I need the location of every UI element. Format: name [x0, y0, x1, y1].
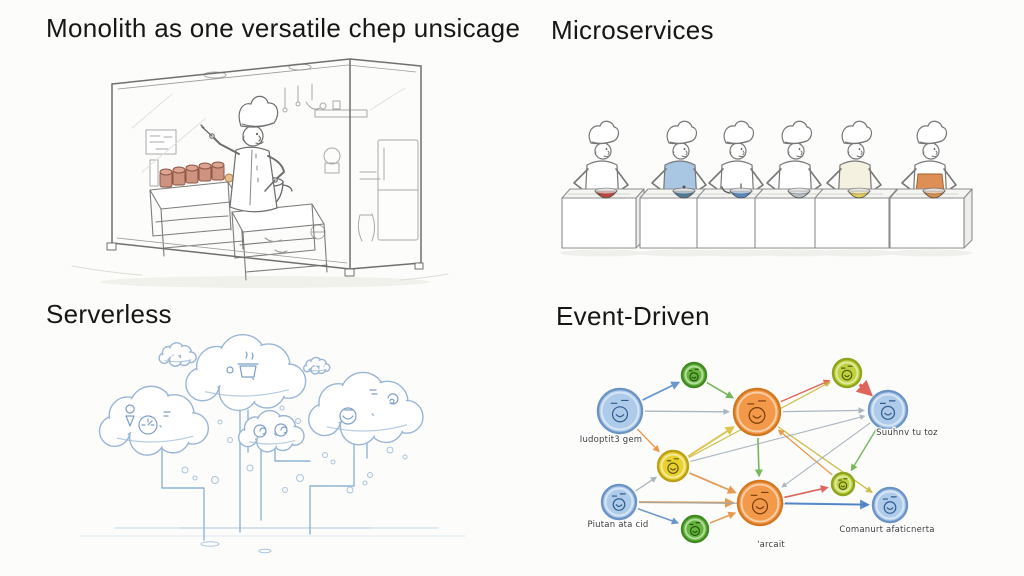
- event-edge-hub2-svc4: [784, 499, 871, 510]
- node-doodle-icon: [666, 458, 679, 474]
- kitchen-background: [145, 63, 419, 242]
- event-driven-title: Event-Driven: [556, 301, 710, 331]
- node-doodle-icon: [838, 478, 848, 490]
- glass-box: [106, 58, 424, 277]
- event-node-svc1: Iudoptit3 gem: [578, 387, 643, 446]
- serverless-illustration: [79, 333, 466, 554]
- event-edge-svc1-hub1: [644, 408, 730, 416]
- chef-station-2: [638, 120, 723, 257]
- ground-lines: [79, 527, 466, 537]
- node-doodle-icon: [689, 522, 701, 536]
- event-node-hub1: [732, 387, 782, 437]
- chef-hat: [781, 120, 813, 145]
- event-node-label: Suuhnv tu toz: [876, 428, 938, 438]
- event-edge-svc1-yel1: [636, 428, 660, 453]
- copper-molds: [159, 161, 234, 188]
- node-doodle-icon: [882, 496, 897, 514]
- chef-station-1: [560, 120, 645, 257]
- cloud-tiny-right: [302, 356, 331, 375]
- cooking-pot-icon: [237, 351, 259, 378]
- event-node-hub2: 'arcait: [736, 479, 786, 551]
- event-edge-svc3-evt3: [637, 507, 680, 525]
- microservices-illustration: [560, 120, 973, 257]
- event-node-yel1: [656, 449, 690, 483]
- event-edge-svc1-evt1: [642, 381, 681, 401]
- monolith-chef: [200, 95, 285, 213]
- chef-station-6: [888, 120, 973, 257]
- bubbles: [181, 405, 408, 554]
- event-node-svc4: Comanurt afaticnerta: [838, 486, 936, 536]
- microservices-title: Microservices: [551, 15, 714, 45]
- cloud-pipes: [161, 405, 368, 541]
- event-edge-yel1-svc2: [690, 414, 866, 462]
- event-node-svc3: Piutan ata cid: [586, 483, 650, 531]
- event-node-evt1: [680, 361, 708, 389]
- blue-kettle-icon: [721, 183, 753, 199]
- event-edge-hub1-svc4: [777, 426, 873, 494]
- event-edge-svc3-yel1: [635, 476, 658, 492]
- mixing-bowl-icon: [339, 407, 357, 425]
- event-node-label: Piutan ata cid: [587, 520, 648, 530]
- event-node-evt3: [680, 514, 710, 544]
- node-doodle-icon: [880, 400, 896, 420]
- cloud-top: [185, 333, 307, 412]
- gauge-icon: [138, 415, 158, 435]
- ice-cream-icon: [125, 404, 135, 427]
- event-node-svc2: Suuhnv tu toz: [867, 389, 939, 439]
- chef-station-5: [813, 120, 898, 257]
- left-prep-table: [149, 181, 244, 257]
- counter-front: [561, 197, 637, 249]
- stove-stand: [231, 203, 328, 281]
- event-edge-hub1-evt2: [780, 379, 831, 403]
- event-edge-hub2-evt4: [784, 485, 829, 499]
- event-edge-evt1-hub1: [706, 381, 735, 399]
- event-edge-evt3-hub2: [709, 511, 737, 524]
- node-doodle-icon: [747, 400, 766, 424]
- floor-shadow: [71, 265, 449, 288]
- event-edge-svc2-hub2: [781, 422, 871, 488]
- event-edge-svc2-evt4: [850, 428, 878, 472]
- red-bowl-icon: [594, 187, 618, 199]
- node-doodle-icon: [610, 399, 629, 423]
- event-edge-evt4-hub1: [777, 429, 833, 476]
- event-edge-hub1-svc2: [782, 407, 865, 414]
- gray-tray-icon: [787, 187, 811, 199]
- chef-hat: [666, 120, 698, 145]
- cloud-right: [308, 371, 424, 446]
- chef-hat: [588, 120, 620, 145]
- teal-pot-icon: [672, 185, 696, 199]
- event-edges: [635, 379, 878, 525]
- node-doodle-icon: [750, 491, 769, 515]
- event-edge-yel1-hub2: [689, 472, 737, 494]
- event-node-evt2: [831, 357, 863, 389]
- event-node-label: 'arcait: [757, 540, 785, 550]
- event-node-evt4: [830, 471, 856, 497]
- counter-front: [889, 197, 965, 249]
- node-doodle-icon: [611, 493, 626, 511]
- gauge-ticks: [141, 418, 155, 426]
- yellow-bowl-icon: [847, 187, 871, 199]
- event-edge-evt2-svc2: [855, 379, 874, 397]
- event-node-label: Iudoptit3 gem: [580, 435, 643, 445]
- monolith-illustration: [71, 58, 449, 288]
- cloud-tiny-left: [158, 342, 197, 367]
- node-doodle-icon: [841, 365, 853, 381]
- swirl-icon: [387, 393, 399, 405]
- node-doodle-icon: [688, 368, 699, 382]
- monolith-title: Monolith as one versatile chep unsicage: [46, 13, 521, 43]
- chef-hat: [723, 120, 755, 145]
- event-node-label: Comanurt afaticnerta: [839, 525, 934, 535]
- orange-pot-icon: [922, 187, 946, 199]
- serverless-title: Serverless: [46, 299, 172, 329]
- clouds-layer: [98, 333, 424, 456]
- event-edge-yel1-hub1: [687, 426, 736, 458]
- counter-front: [814, 197, 890, 249]
- chef-hat: [841, 120, 873, 145]
- chef-hat: [916, 120, 948, 145]
- cloud-doodle-icons: [125, 351, 399, 438]
